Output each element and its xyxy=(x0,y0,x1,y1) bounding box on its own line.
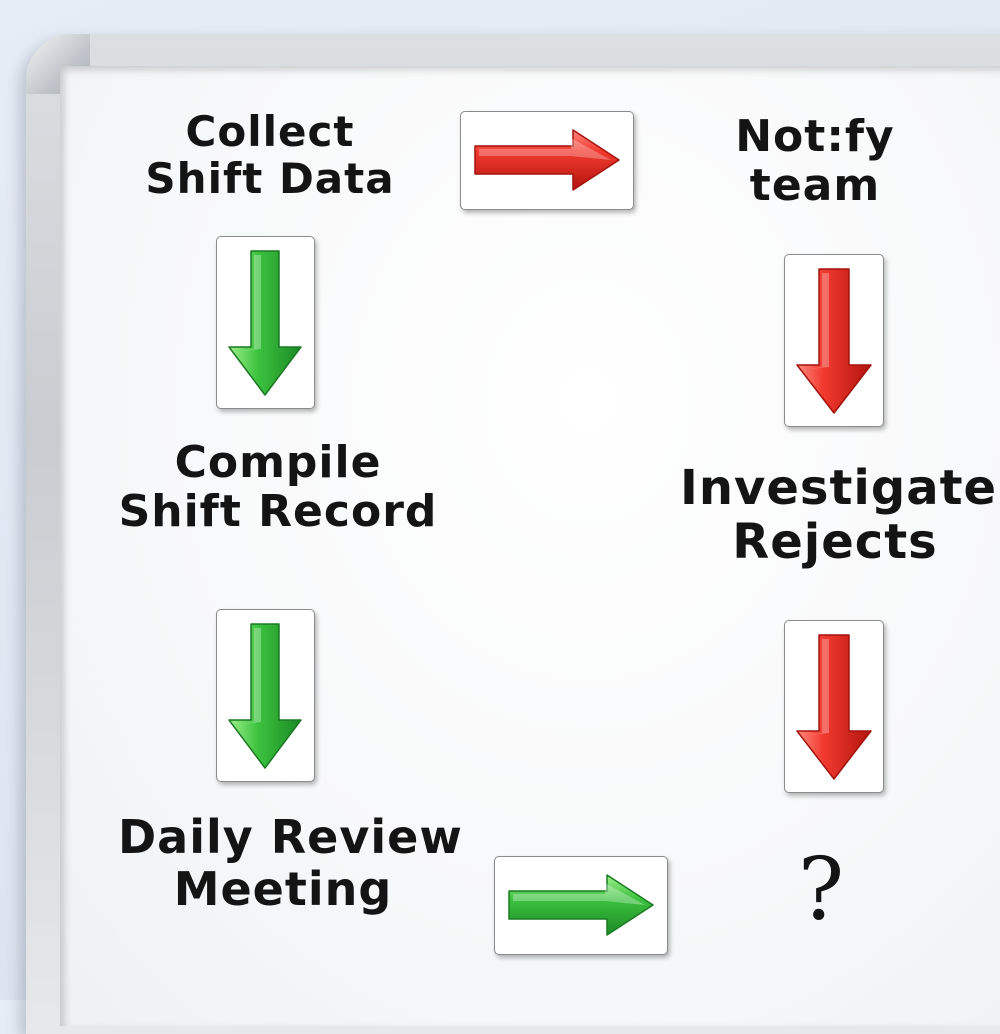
arrow-down-icon xyxy=(796,268,872,414)
arrow-down-icon xyxy=(796,634,872,780)
arrow-magnet-notify-to-investigate[interactable] xyxy=(784,254,884,427)
arrow-down-icon xyxy=(228,250,302,396)
step-notify-team: Not:fy team xyxy=(720,112,910,211)
step-collect-shift-data: Collect Shift Data xyxy=(140,108,400,202)
arrow-magnet-collect-to-compile[interactable] xyxy=(216,236,315,409)
step-daily-review-meeting: Daily Review Meeting xyxy=(118,810,463,916)
step-investigate-rejects: Investigate Rejects xyxy=(680,460,998,570)
arrow-right-icon xyxy=(474,129,620,191)
arrow-right-icon xyxy=(508,874,654,936)
step-collect-line-2: Shift Data xyxy=(145,154,395,204)
step-compile-line-2: Shift Record xyxy=(118,486,438,538)
step-compile-shift-record: Compile Shift Record xyxy=(118,438,438,537)
step-notify-line-2: team xyxy=(749,160,881,212)
arrow-magnet-investigate-to-unknown[interactable] xyxy=(784,620,884,793)
step-investigate-line-1: Investigate xyxy=(680,460,998,516)
step-notify-line-1: Not:fy xyxy=(735,111,895,162)
arrow-magnet-compile-to-review[interactable] xyxy=(216,609,315,782)
step-collect-line-1: Collect xyxy=(185,107,355,156)
step-review-line-2: Meeting xyxy=(173,861,393,916)
unknown-step-question-mark: ? xyxy=(798,840,845,940)
step-compile-line-1: Compile xyxy=(174,437,382,488)
arrow-magnet-collect-to-notify[interactable] xyxy=(460,111,634,210)
arrow-magnet-review-to-unknown[interactable] xyxy=(494,856,668,955)
arrow-down-icon xyxy=(228,623,302,769)
step-investigate-line-2: Rejects xyxy=(732,513,938,570)
step-review-line-1: Daily Review xyxy=(118,810,463,864)
